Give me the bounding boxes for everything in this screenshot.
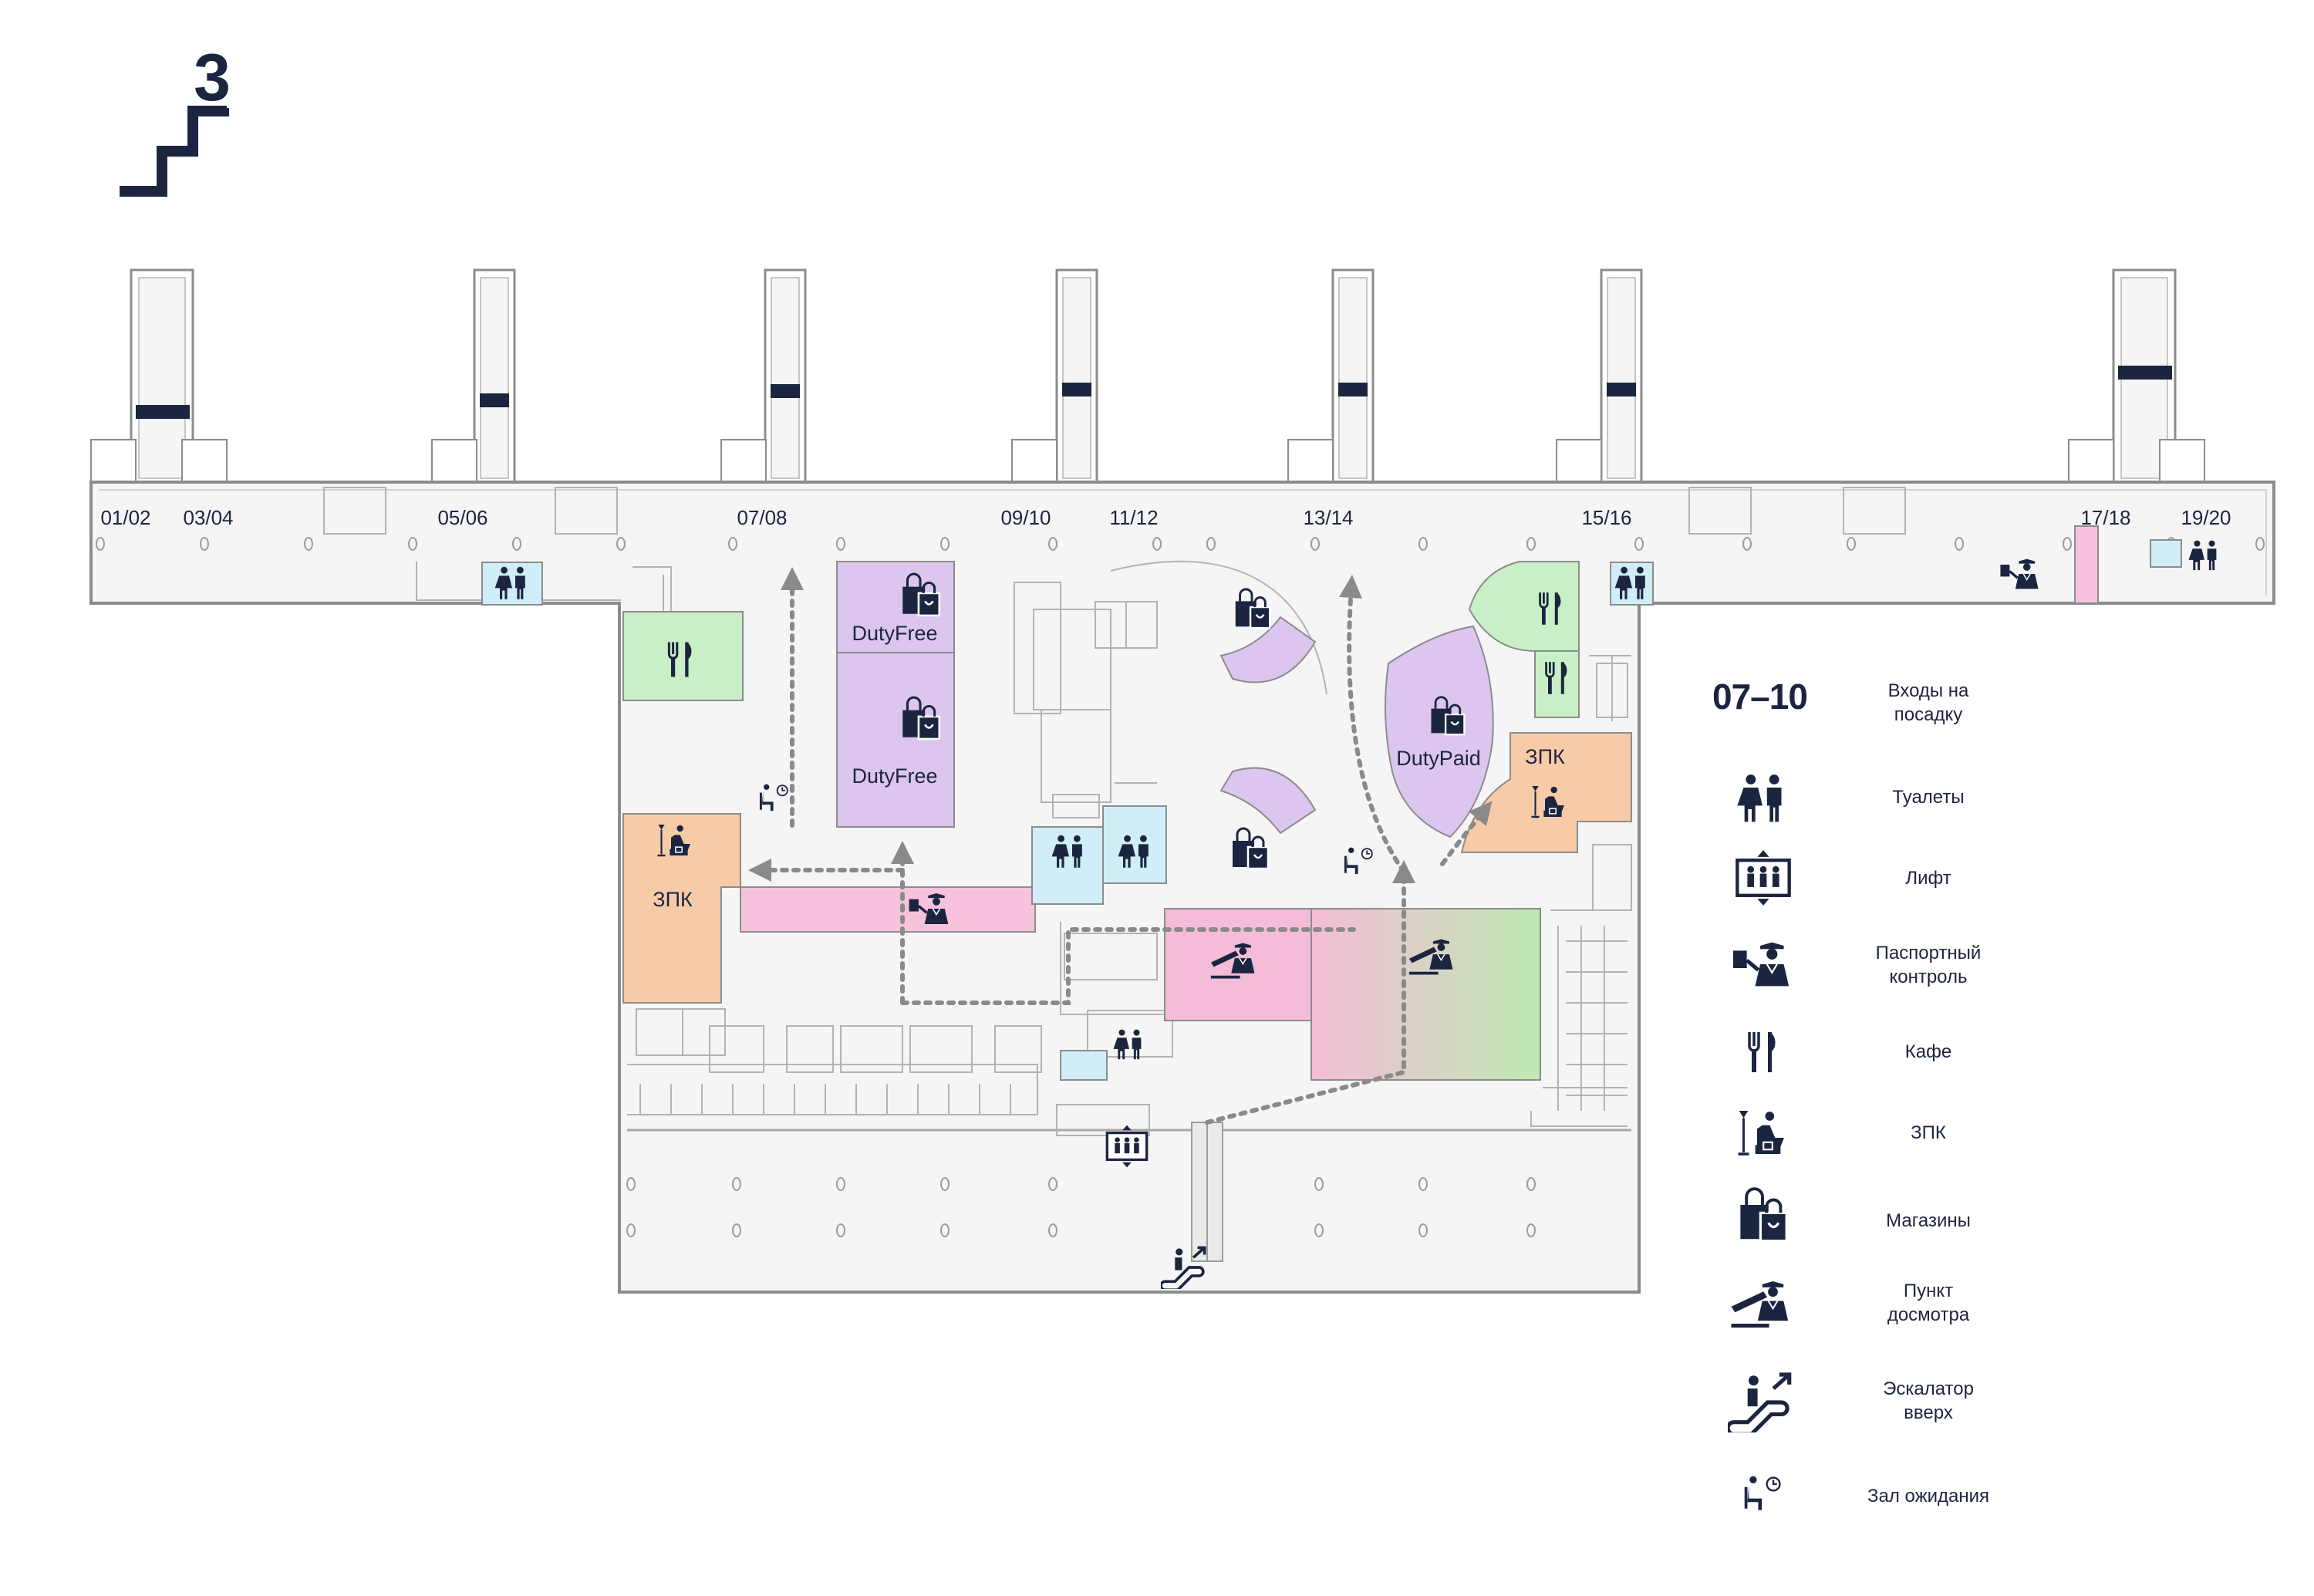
gate-label: 15/16: [1581, 506, 1631, 529]
legend-item-elevator: Лифт: [1712, 837, 2268, 922]
shop-arc-lower[interactable]: [1219, 767, 1317, 835]
legend-item-boarding-gates: 07–10 Входы на посадку: [1712, 663, 2268, 748]
legend-item-passport-control: Паспортный контроль: [1712, 924, 2268, 1009]
legend-item-security-check: Пункт досмотра: [1712, 1265, 2268, 1350]
cafe-west-zone[interactable]: [622, 611, 744, 701]
map-legend: 07–10 Входы на посадку Туалеты Лифт Пасп…: [1712, 663, 2268, 1558]
toilets-icon: [1737, 774, 1782, 822]
toilets-central-b-zone[interactable]: [1102, 805, 1167, 884]
gate-label: 05/06: [437, 506, 487, 529]
legend-label: Входы на посадку: [1887, 680, 1969, 725]
escalator-up-icon: [1712, 1361, 1813, 1446]
legend-label: Туалеты: [1892, 787, 1965, 808]
waiting-hall-icon: [1743, 1475, 1781, 1511]
lounge-icon: [1712, 1092, 1813, 1176]
toilets-south-zone[interactable]: [1060, 1050, 1108, 1081]
legend-label: Эскалатор вверх: [1883, 1378, 1974, 1423]
toilets-west-zone[interactable]: [481, 562, 543, 606]
lounge-west-zone[interactable]: [622, 813, 741, 1004]
duty-paid-label: DutyPaid: [1396, 747, 1481, 770]
floor-number: 3: [194, 41, 231, 115]
legend-item-toilets: Туалеты: [1712, 756, 2268, 841]
gate-labels: 01/02 03/04 05/06 07/08 09/10 11/12 13/1…: [100, 506, 2231, 529]
legend-label: Пункт досмотра: [1887, 1281, 1970, 1325]
floor-badge: 3: [120, 41, 231, 197]
legend-item-shops: Магазины: [1712, 1176, 2268, 1261]
lounge-label: ЗПК: [653, 888, 693, 911]
gate-label: 07/08: [737, 506, 787, 529]
zones: [481, 525, 2182, 1081]
legend-label: Лифт: [1905, 868, 1951, 889]
duty-free-label: DutyFree: [852, 764, 937, 788]
gate-label: 17/18: [2080, 506, 2130, 529]
lounge-label: ЗПК: [1525, 745, 1565, 768]
shop-arc-upper[interactable]: [1219, 616, 1317, 683]
gate-label: 03/04: [183, 506, 233, 529]
security-check-icon: [1712, 1265, 1813, 1350]
boarding-gates-sample: 07–10: [1712, 677, 1808, 717]
legend-item-lounge: ЗПК: [1712, 1092, 2268, 1176]
gate-cabins: [90, 439, 2205, 488]
passport-control-icon: [1712, 924, 1813, 1009]
toilets-central-a-zone[interactable]: [1031, 826, 1104, 905]
passport-control-zone[interactable]: [740, 886, 1036, 933]
elevator-icon: [1712, 837, 1813, 922]
legend-item-cafe: Кафе: [1712, 1011, 2268, 1095]
legend-label: Кафе: [1904, 1041, 1952, 1062]
legend-label: ЗПК: [1911, 1122, 1946, 1143]
shops-icon: [1739, 1187, 1789, 1243]
gate-label: 01/02: [100, 506, 150, 529]
zone-labels: DutyFree DutyFree DutyPaid ЗПК ЗПК: [653, 622, 1565, 911]
legend-item-escalator-up: Эскалатор вверх: [1712, 1361, 2268, 1446]
pillars: [96, 537, 2265, 1237]
gate-label: 13/14: [1303, 506, 1353, 529]
security-check-main-zone[interactable]: [1310, 908, 1541, 1081]
duty-free-label: DutyFree: [852, 622, 937, 645]
legend-label: Магазины: [1886, 1210, 1971, 1231]
stairs-icon: [120, 106, 229, 197]
routes: [748, 567, 1493, 1125]
cafe-east-lower-zone[interactable]: [1534, 650, 1580, 718]
gate-label: 19/20: [2181, 506, 2231, 529]
cafe-icon: [1712, 1011, 1813, 1095]
passport-control-east-zone[interactable]: [2074, 525, 2099, 604]
boarding-bridges: [130, 268, 2177, 488]
toilets-far-east-zone[interactable]: [2150, 539, 2182, 568]
legend-label: Паспортный контроль: [1875, 943, 1982, 987]
legend-item-waiting-hall: Зал ожидания: [1712, 1458, 2268, 1543]
legend-label: Зал ожидания: [1867, 1486, 1990, 1507]
gate-label: 11/12: [1109, 506, 1158, 529]
gate-label: 09/10: [1000, 506, 1051, 529]
interior-walls: [323, 487, 1906, 1262]
